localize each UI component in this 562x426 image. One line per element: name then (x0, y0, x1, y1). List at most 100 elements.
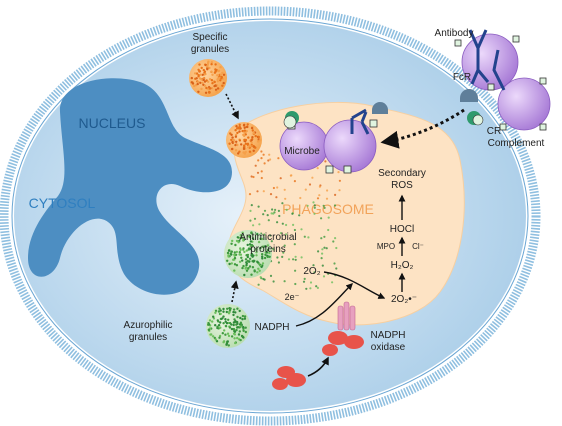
granule-dot (249, 245, 252, 248)
granule-dot (239, 234, 242, 237)
granule-dot (235, 140, 238, 143)
granule-dot (238, 253, 241, 256)
granule-dot (266, 255, 269, 259)
granule-dot (245, 269, 249, 272)
granule-dot (234, 253, 238, 256)
granule-dot (256, 271, 259, 274)
granule-dot (246, 123, 249, 126)
granule-dot (219, 321, 222, 324)
granule-dot (251, 129, 254, 132)
granule-dot (226, 251, 230, 255)
specific-granules-label-line2: granules (191, 44, 229, 55)
granule-dot (241, 129, 244, 133)
granule-content-dot (303, 235, 306, 238)
granule-dot (208, 319, 212, 322)
granule-dot (198, 63, 201, 66)
granule-dot (217, 324, 221, 327)
granule-dot (242, 239, 245, 242)
granule-dot (201, 81, 204, 84)
nadph-oxidase-complex (322, 301, 364, 356)
granule-dot (260, 265, 263, 269)
granule-dot (238, 127, 241, 130)
granule-dot (203, 84, 207, 88)
granule-content-dot (283, 188, 286, 191)
granule-dot (220, 77, 223, 80)
granule-dot (211, 335, 215, 338)
granule-dot (251, 266, 255, 269)
granule-dot (242, 329, 245, 332)
granule-dot (216, 87, 220, 90)
granule-dot (236, 336, 239, 340)
azurophilic-granule-arrow (230, 280, 239, 303)
granule-dot (232, 313, 235, 317)
granule-content-dot (293, 228, 296, 232)
granule-content-dot (321, 248, 324, 251)
specific-granule-arrow (225, 93, 239, 120)
granule-dot (208, 87, 211, 90)
granule-dot (222, 340, 226, 343)
granule-dot (228, 311, 231, 314)
granule-dot (246, 235, 249, 238)
granule-content-dot (260, 150, 263, 153)
granule-dot (247, 136, 250, 139)
granule-content-dot (317, 250, 320, 253)
granule-dot (243, 317, 247, 320)
granule-content-dot (279, 232, 283, 235)
secondary-ros-label-line1: Secondary (378, 168, 426, 179)
granule-dot (236, 143, 239, 147)
granule-dot (205, 79, 208, 82)
granule-dot (200, 78, 203, 81)
granule-dot (245, 249, 248, 252)
granule-content-dot (276, 221, 279, 224)
granule-dot (210, 62, 213, 66)
granule-content-dot (294, 255, 297, 258)
granule-dot (199, 73, 202, 76)
granule-dot (238, 130, 241, 133)
granule-dot (243, 273, 246, 277)
granule-dot (211, 82, 214, 85)
granule-dot (239, 316, 242, 320)
granule-dot (227, 334, 231, 338)
granule-dot (241, 314, 245, 318)
granule-dot (234, 129, 237, 132)
granule-content-dot (262, 277, 265, 281)
granule-content-dot (300, 256, 303, 259)
granule-dot (222, 307, 225, 311)
granule-dot (256, 140, 260, 143)
granule-dot (202, 78, 205, 81)
granule-dot (228, 321, 232, 325)
granule-content-dot (309, 287, 312, 290)
granule-dot (243, 250, 246, 254)
nadph-label: NADPH (254, 322, 289, 333)
nucleus-label: NUCLEUS (79, 115, 146, 131)
granule-dot (232, 310, 235, 314)
granule-content-dot (271, 208, 274, 211)
granule-dot (244, 267, 247, 270)
granule-dot (197, 68, 200, 72)
granule-content-dot (325, 197, 329, 200)
granule-content-dot (316, 197, 320, 200)
granule-content-dot (272, 280, 275, 283)
granule-dot (231, 136, 234, 139)
granule-dot (242, 336, 245, 339)
granule-content-dot (321, 252, 324, 255)
engulfment-arrow (380, 108, 465, 149)
granule-dot (200, 87, 203, 91)
granule-dot (243, 138, 246, 141)
granule-dot (218, 336, 221, 339)
granule-content-dot (262, 213, 265, 216)
granule-content-dot (327, 216, 330, 219)
granule-dot (216, 80, 219, 83)
granule-dot (214, 70, 217, 73)
granule-dot (235, 125, 238, 128)
secondary-ros-label-line2: ROS (391, 180, 413, 191)
granule-dot (235, 250, 238, 254)
granule-content-dot (277, 157, 280, 160)
granule-dot (232, 308, 236, 311)
granule-dot (195, 77, 198, 80)
fcr-label: FcR (453, 72, 471, 83)
granule-content-dot (281, 222, 284, 225)
granule-dot (242, 247, 245, 250)
granule-dot (222, 322, 225, 325)
